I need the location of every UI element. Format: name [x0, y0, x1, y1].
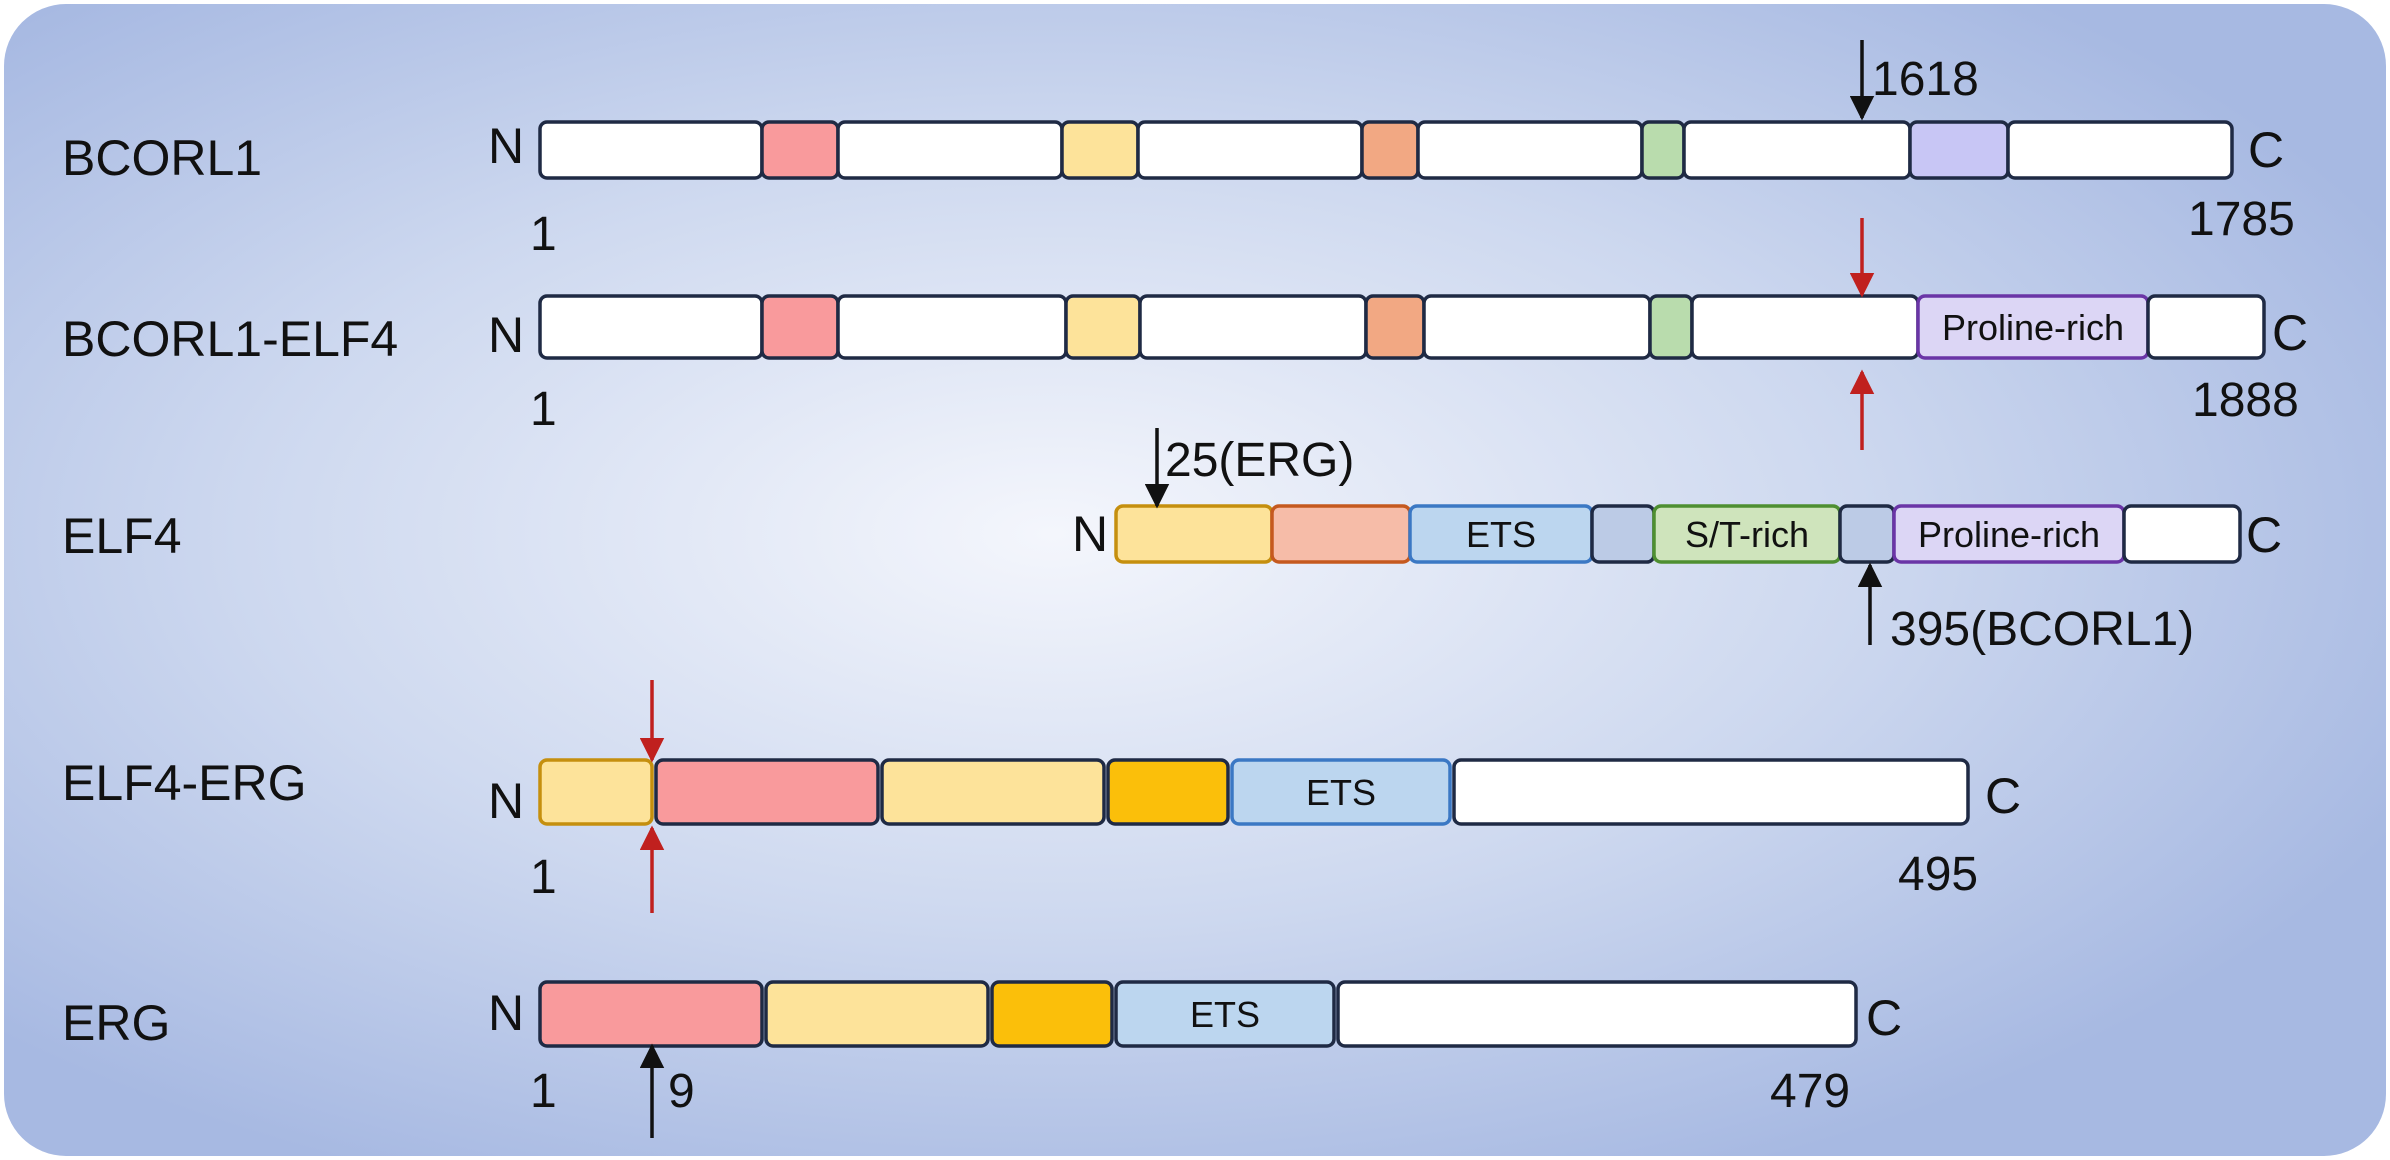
domain-segment — [1908, 120, 2010, 180]
protein-row-elf4-erg: ELF4-ERG N ETS C 1 495 — [62, 680, 2021, 913]
domain-segment — [1590, 504, 1656, 564]
domain-segment — [760, 120, 840, 180]
domain-label: ETS — [1190, 994, 1260, 1035]
c-terminus-label: C — [2248, 122, 2284, 178]
domain-segment — [1690, 294, 1920, 360]
n-terminus-label: N — [488, 307, 524, 363]
domain-segment — [1114, 504, 1274, 564]
domain-segment — [1648, 294, 1694, 360]
c-terminus-label: C — [1866, 990, 1902, 1046]
n-terminus-label: N — [488, 118, 524, 174]
domain-segment — [1452, 758, 1970, 826]
protein-row-bcorl1-elf4: BCORL1-ELF4 N Proline-rich C 1 1888 — [62, 218, 2308, 450]
domain-track — [538, 120, 2234, 180]
n-terminus-label: N — [1072, 506, 1108, 562]
domain-segment — [1360, 120, 1420, 180]
domain-segment — [1138, 294, 1368, 360]
domain-segment — [538, 980, 764, 1048]
protein-row-bcorl1: BCORL1 N C 1 1785 1618 — [62, 40, 2295, 261]
n-terminus-label: N — [488, 773, 524, 829]
domain-segment — [2122, 504, 2242, 564]
domain-track: Proline-rich — [538, 294, 2266, 360]
protein-name: ERG — [62, 995, 170, 1051]
domain-segment — [1682, 120, 1912, 180]
start-position: 1 — [530, 383, 557, 436]
domain-label: S/T-rich — [1685, 514, 1809, 555]
domain-segment — [1114, 980, 1336, 1048]
domain-segment — [1336, 980, 1858, 1048]
domain-track: ETS — [538, 980, 1858, 1048]
end-position: 1785 — [2188, 193, 2295, 246]
domain-segment — [538, 758, 654, 826]
start-position: 1 — [530, 851, 557, 904]
domain-track: ETS — [538, 758, 1970, 826]
domain-segment — [538, 294, 764, 360]
end-position: 479 — [1770, 1065, 1850, 1118]
domain-label: ETS — [1306, 772, 1376, 813]
domain-segment — [1270, 504, 1412, 564]
domain-segment — [2006, 120, 2234, 180]
domain-segment — [1064, 294, 1142, 360]
domain-segment — [1106, 758, 1230, 826]
domain-segment — [990, 980, 1114, 1048]
domain-segment — [538, 120, 764, 180]
protein-row-erg: ERG N ETS C 1 479 9 — [62, 980, 1902, 1138]
end-position: 495 — [1898, 848, 1978, 901]
breakpoint-label: 1618 — [1872, 53, 1979, 106]
protein-name: ELF4 — [62, 508, 182, 564]
domain-label: Proline-rich — [1942, 307, 2124, 348]
domain-segment — [836, 294, 1068, 360]
c-terminus-label: C — [1985, 768, 2021, 824]
domain-segment — [1640, 120, 1686, 180]
protein-name: BCORL1-ELF4 — [62, 311, 398, 367]
n-terminus-label: N — [488, 985, 524, 1041]
domain-segment — [1416, 120, 1644, 180]
domain-segment — [2146, 294, 2266, 360]
domain-segment — [1230, 758, 1452, 826]
domain-segment — [880, 758, 1106, 826]
end-position: 1888 — [2192, 374, 2299, 427]
protein-name: ELF4-ERG — [62, 755, 307, 811]
domain-segment — [1364, 294, 1426, 360]
domain-segment — [1422, 294, 1652, 360]
domain-label: Proline-rich — [1918, 514, 2100, 555]
domain-track: ETS S/T-rich Proline-rich — [1114, 504, 2242, 564]
domain-segment — [836, 120, 1064, 180]
breakpoint-label: 9 — [668, 1065, 695, 1118]
protein-name: BCORL1 — [62, 130, 262, 186]
c-terminus-label: C — [2272, 305, 2308, 361]
breakpoint-label: 395(BCORL1) — [1890, 603, 2194, 656]
domain-segment — [764, 980, 990, 1048]
domain-segment — [1060, 120, 1140, 180]
c-terminus-label-right: C — [2246, 507, 2282, 563]
start-position: 1 — [530, 208, 557, 261]
domain-segment — [654, 758, 880, 826]
background-panel — [4, 4, 2386, 1156]
domain-segment — [1136, 120, 1364, 180]
start-position: 1 — [530, 1065, 557, 1118]
domain-segment — [760, 294, 840, 360]
domain-segment — [1838, 504, 1896, 564]
domain-label: ETS — [1466, 514, 1536, 555]
breakpoint-label: 25(ERG) — [1165, 434, 1354, 487]
